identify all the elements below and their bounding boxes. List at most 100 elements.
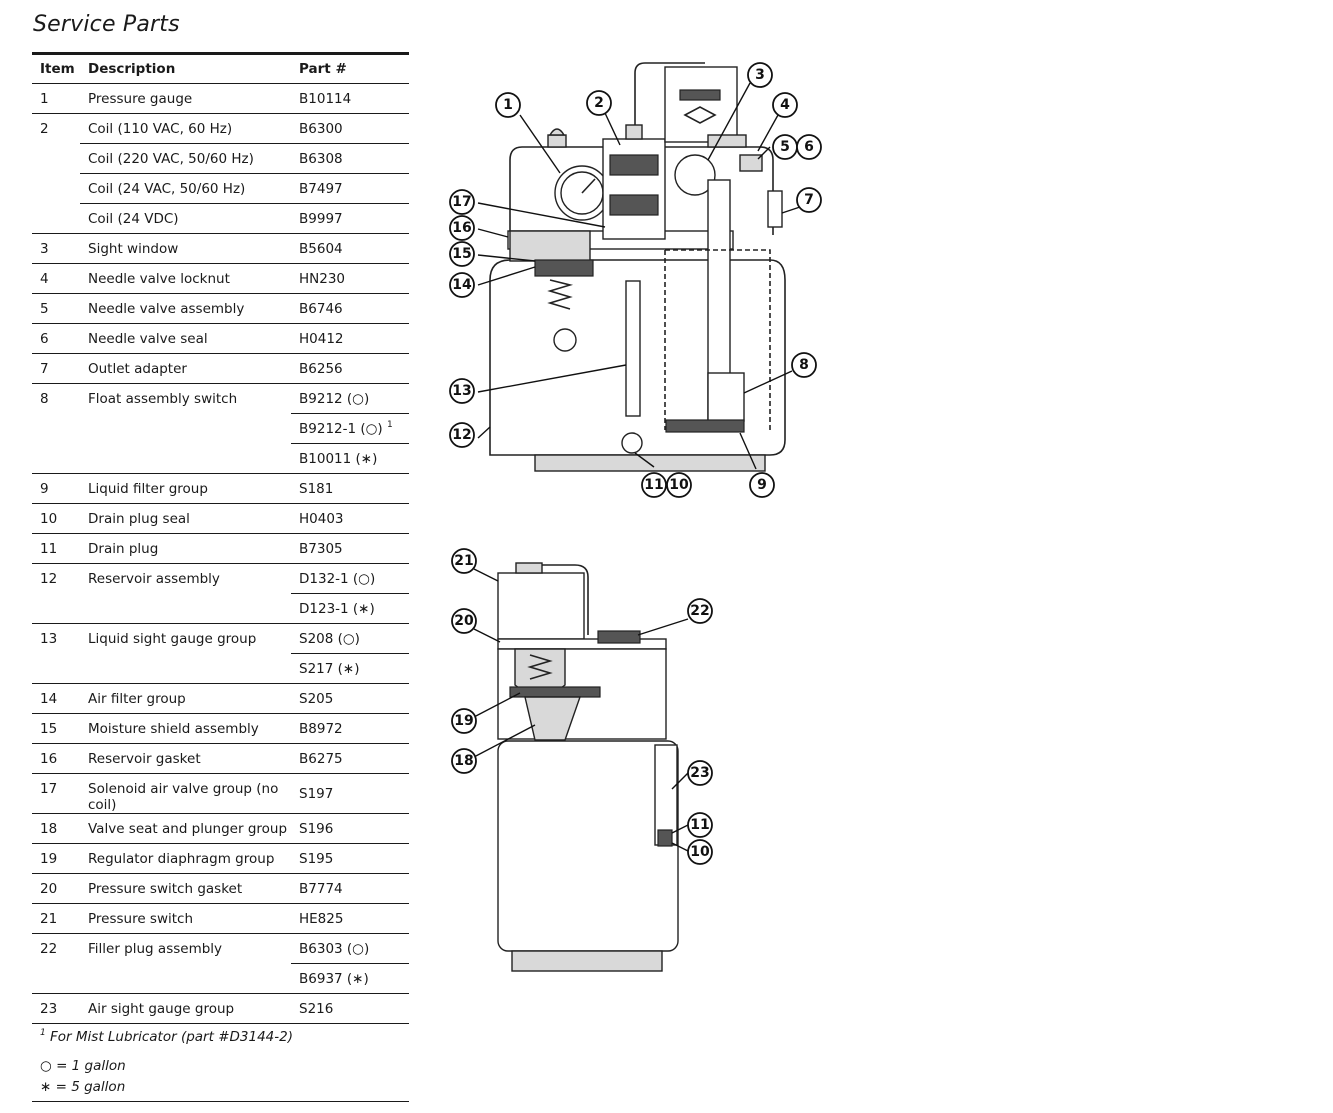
cell-description-text: Needle valve assembly — [88, 301, 245, 317]
cell-item-text: 16 — [40, 751, 58, 767]
svg-text:1: 1 — [503, 97, 513, 113]
sight-window-drawing — [674, 154, 716, 196]
cell-part: B6308 — [291, 143, 409, 174]
cell-item-text: 14 — [40, 691, 58, 707]
cell-part: B9212 (○) — [291, 383, 409, 414]
cell-part-text: S208 (○) — [299, 630, 360, 647]
cell-description: Solenoid air valve group (no coil) — [80, 773, 291, 814]
callout-3: 3 — [747, 62, 773, 88]
cell-description: Coil (24 VAC, 50/60 Hz) — [80, 173, 291, 204]
callout-2: 2 — [586, 90, 612, 116]
side-callout-leaders — [473, 568, 689, 852]
cell-description — [80, 443, 291, 474]
cell-part: S205 — [291, 683, 409, 714]
cell-part-text: D132-1 (○) — [299, 570, 376, 587]
cell-part: B6937 (∗) — [291, 963, 409, 994]
table-header-row: Item Description Part # — [32, 53, 409, 84]
cell-item: 12 — [32, 564, 80, 594]
callout-18: 18 — [451, 748, 477, 774]
cell-part: HE825 — [291, 903, 409, 934]
cell-item-text: 13 — [40, 631, 58, 647]
callout-22: 22 — [687, 598, 713, 624]
cell-description: Coil (24 VDC) — [80, 203, 291, 234]
cell-item-text: 6 — [40, 331, 49, 347]
svg-text:3: 3 — [755, 67, 765, 83]
cell-part: B6746 — [291, 293, 409, 324]
cell-part: S197 — [291, 773, 409, 814]
regulator-spring — [527, 654, 553, 680]
cell-item-text: 22 — [40, 941, 58, 957]
cell-description-text: Needle valve seal — [88, 331, 208, 347]
base-foot — [534, 454, 766, 472]
cell-part-text: B6300 — [299, 120, 343, 137]
svg-text:14: 14 — [452, 277, 472, 293]
cell-description-text: Reservoir assembly — [88, 571, 220, 587]
reservoir-outline — [489, 259, 786, 456]
cell-item: 15 — [32, 713, 80, 744]
svg-text:11: 11 — [644, 477, 663, 493]
cell-item: 4 — [32, 263, 80, 294]
cell-description-text: Pressure switch gasket — [88, 881, 243, 897]
cell-description: Needle valve locknut — [80, 263, 291, 294]
table-row: 12 Reservoir assembly D132-1 (○) — [32, 563, 409, 594]
notes-bottom-rule — [32, 1101, 409, 1102]
callout-5: 5 — [772, 134, 798, 160]
footnote-mark: 1 — [40, 1028, 46, 1038]
header-part: Part # — [291, 53, 409, 84]
cell-part-text: B6256 — [299, 360, 343, 377]
cell-description: Air sight gauge group — [80, 993, 291, 1024]
cell-description: Air filter group — [80, 683, 291, 714]
cell-part: S217 (∗) — [291, 653, 409, 684]
cell-item: 14 — [32, 683, 80, 714]
callout-leaders — [477, 82, 801, 470]
cell-description-text: Needle valve locknut — [88, 271, 230, 287]
cell-item: 2 — [32, 114, 80, 144]
callout-14: 14 — [449, 272, 475, 298]
valve-seat-drawing — [524, 696, 581, 741]
cell-part-text: B9997 — [299, 210, 343, 227]
cell-item: 23 — [32, 993, 80, 1024]
regulator-diaphragm-drawing — [509, 686, 601, 698]
cell-part: B7305 — [291, 533, 409, 564]
cell-part: B6300 — [291, 113, 409, 144]
svg-text:23: 23 — [690, 765, 709, 781]
table-row: Coil (220 VAC, 50/60 Hz)B6308 — [32, 143, 409, 174]
cell-item-text: 11 — [40, 541, 58, 557]
cell-description: Regulator diaphragm group — [80, 843, 291, 874]
callout-8: 8 — [791, 352, 817, 378]
cell-description-text: Pressure gauge — [88, 91, 193, 107]
cell-description — [80, 593, 291, 624]
callout-19: 19 — [451, 708, 477, 734]
cell-part: S181 — [291, 473, 409, 504]
cell-item: 21 — [32, 903, 80, 934]
callout-10: 10 — [666, 472, 692, 498]
cell-item: 1 — [32, 83, 80, 114]
table-row: B10011 (∗) — [32, 443, 409, 474]
lubricator-side-drawing — [497, 562, 679, 972]
cell-part: B8972 — [291, 713, 409, 744]
legend-one-gallon: ○ = 1 gallon — [40, 1058, 126, 1074]
cell-description-text: Air sight gauge group — [88, 1001, 235, 1017]
cell-item — [32, 963, 80, 994]
cell-part-text: S197 — [299, 785, 334, 802]
table-row: Coil (24 VAC, 50/60 Hz)B7497 — [32, 173, 409, 204]
callout-15: 15 — [449, 241, 475, 267]
cell-description-text: Air filter group — [88, 691, 186, 707]
cell-item: 11 — [32, 533, 80, 564]
cell-description-text: Liquid filter group — [88, 481, 208, 497]
cell-item-text: 15 — [40, 721, 58, 737]
cell-part: B9212-1 (○) 1 — [291, 413, 409, 444]
cell-part-text: D123-1 (∗) — [299, 600, 375, 617]
callout-7: 7 — [796, 187, 822, 213]
header-item: Item — [32, 53, 80, 84]
callout-20: 20 — [451, 608, 477, 634]
svg-text:6: 6 — [804, 139, 814, 155]
cell-part-text: B9212-1 (○) — [299, 421, 383, 437]
